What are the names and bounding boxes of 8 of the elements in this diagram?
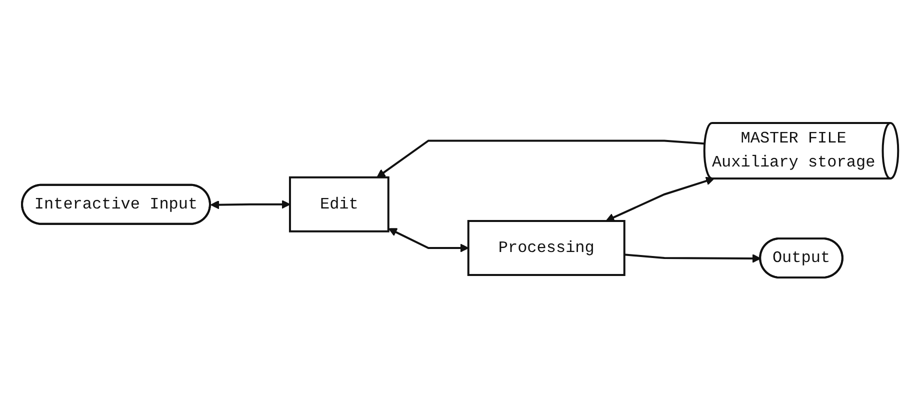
node-text: MASTER FILE Auxiliary storage <box>712 130 876 172</box>
arrow <box>388 228 469 252</box>
arrow <box>210 200 290 209</box>
arrow <box>624 253 761 263</box>
node-box: Processing <box>467 220 626 276</box>
arrow <box>606 176 714 222</box>
node-box: Edit <box>288 176 390 232</box>
arrow <box>376 140 705 178</box>
